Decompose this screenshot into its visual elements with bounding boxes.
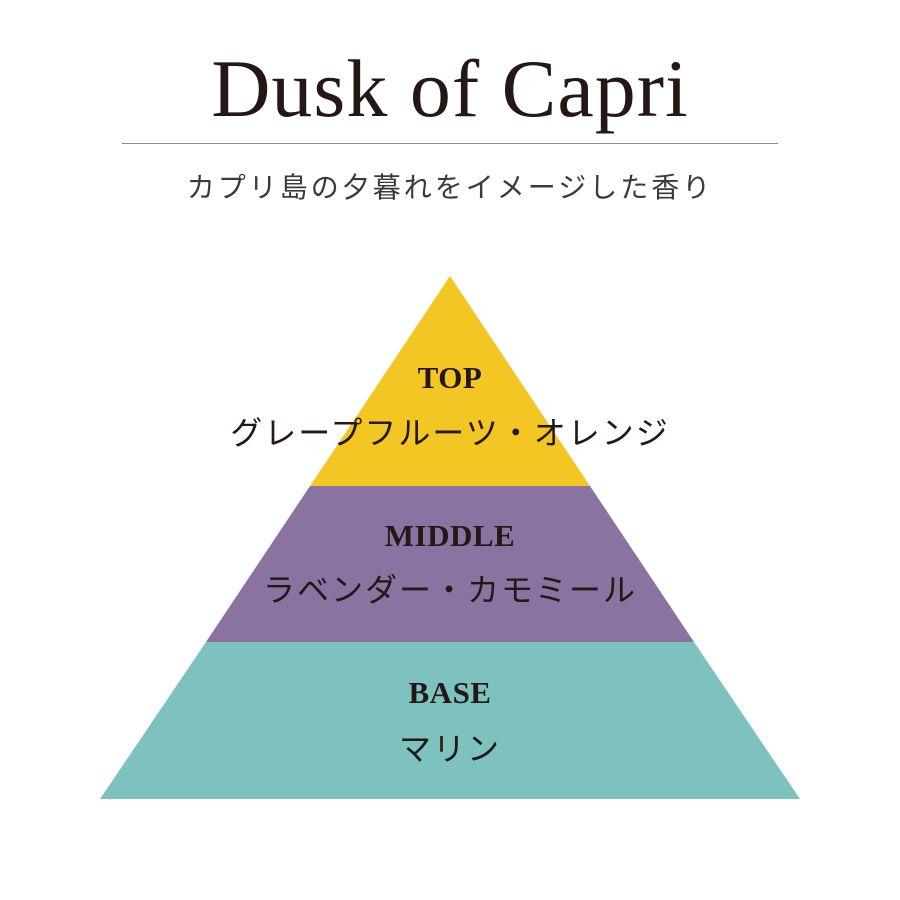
base-note-tier (100, 642, 800, 799)
top-note-label: TOP (417, 360, 483, 395)
title-divider (122, 143, 778, 144)
top-note-ingredients: グレープフルーツ・オレンジ (230, 414, 670, 452)
base-note-label: BASE (408, 675, 492, 710)
top-note-tier (310, 276, 590, 486)
page-title: Dusk of Capri (211, 43, 689, 134)
middle-note-tier (206, 486, 694, 642)
page-subtitle: カプリ島の夕暮れをイメージした香り (186, 171, 714, 204)
base-note-ingredients: マリン (398, 730, 501, 768)
middle-note-label: MIDDLE (384, 518, 516, 553)
middle-note-ingredients: ラベンダー・カモミール (262, 571, 637, 609)
